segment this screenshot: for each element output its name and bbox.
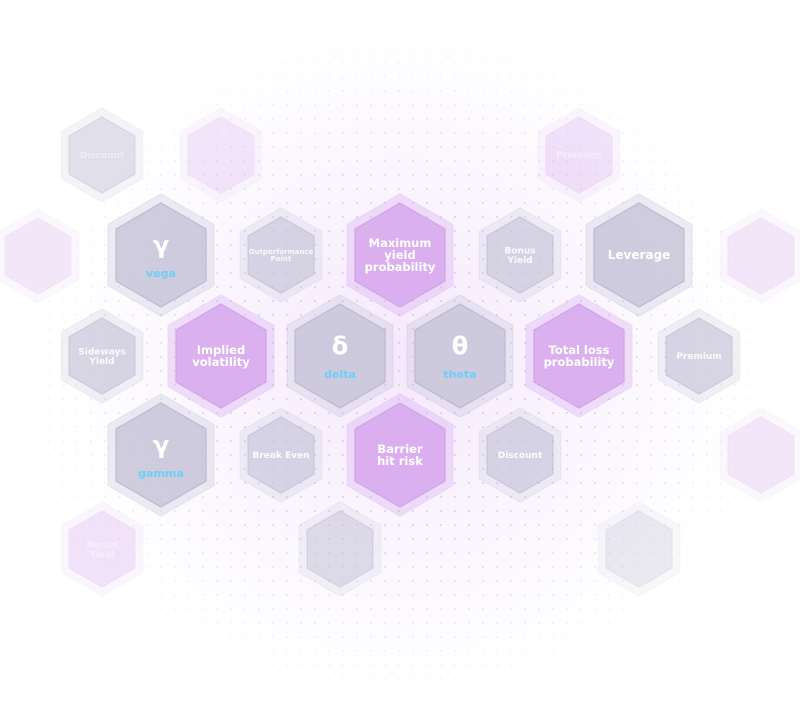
hex-gamma-hex	[115, 402, 207, 508]
empty-hex-5-hex	[306, 510, 374, 588]
empty-hex-3-halo	[719, 208, 800, 304]
hex-bonus-yield-top-hex	[486, 216, 554, 294]
empty-hex-5-halo	[298, 501, 382, 597]
hex-gamma-vega-hex	[115, 202, 207, 308]
symbol-gamma-vega: γ	[153, 231, 169, 259]
hex-discount-top-left-hex	[68, 116, 136, 194]
hex-premium-faded-halo	[537, 107, 621, 203]
empty-hex-4-hex	[727, 416, 795, 494]
hex-premium-hex	[665, 317, 733, 395]
subtitle-gamma-vega: vega	[146, 267, 176, 280]
hex-delta-hex	[294, 303, 386, 409]
empty-hex-3-hex	[727, 217, 795, 295]
subtitle-delta: delta	[324, 368, 356, 381]
hex-maximum-yield-probability-hex	[354, 202, 446, 308]
subtitle-theta: theta	[443, 368, 476, 381]
label-premium: Premium	[676, 352, 721, 362]
empty-hex-1-halo	[179, 107, 263, 203]
hex-leverage-hex	[593, 202, 685, 308]
label-discount: Discount	[498, 451, 543, 461]
subtitle-gamma: gamma	[138, 467, 184, 480]
label-discount-top-left: Discount	[80, 151, 125, 161]
label-premium-faded: Premium	[556, 151, 601, 161]
symbol-gamma: γ	[153, 431, 169, 459]
hex-implied-volatility-hex	[175, 303, 267, 409]
hex-discount-hex	[486, 416, 554, 494]
hex-sideways-yield-hex	[68, 317, 136, 395]
symbol-delta: δ	[332, 332, 349, 360]
empty-hex-1-hex	[187, 116, 255, 194]
hex-outperformance-point-hex	[247, 216, 315, 294]
empty-hex-2-halo	[0, 208, 80, 304]
hex-total-loss-probability-hex	[533, 303, 625, 409]
background-glow	[60, 40, 740, 680]
empty-hex-4-halo	[719, 407, 800, 503]
label-leverage: Leverage	[608, 248, 671, 262]
hex-discount-top-left-halo	[60, 107, 144, 203]
symbol-theta: θ	[452, 332, 469, 360]
hex-theta-hex	[414, 303, 506, 409]
empty-hex-2-hex	[4, 217, 72, 295]
empty-hex-6-hex	[605, 510, 673, 588]
hex-barrier-hit-risk-hex	[354, 402, 446, 508]
hex-bonus-yield-faded-hex	[68, 510, 136, 588]
empty-hex-6-halo	[597, 501, 681, 597]
label-break-even: Break Even	[252, 451, 309, 461]
hex-premium-faded-hex	[545, 116, 613, 194]
hex-break-even-hex	[247, 416, 315, 494]
hex-bonus-yield-faded-halo	[60, 501, 144, 597]
